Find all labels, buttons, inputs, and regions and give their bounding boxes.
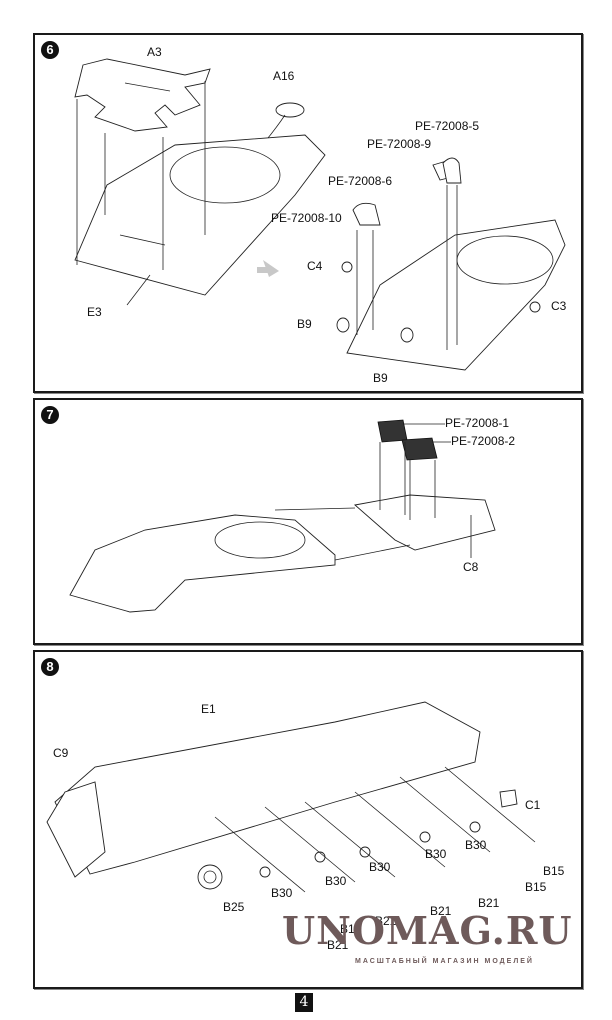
label-b21: B21 <box>327 938 349 952</box>
step-6-illustration <box>74 58 566 371</box>
step-number-badge: 8 <box>41 658 59 676</box>
label-b30: B30 <box>465 838 487 852</box>
part-a16 <box>275 102 305 118</box>
label-pe-72008-10: PE-72008-10 <box>271 211 342 225</box>
label-pe-72008-9: PE-72008-9 <box>367 137 432 151</box>
label-c3: C3 <box>551 299 567 313</box>
label-b30: B30 <box>325 874 347 888</box>
label-pe-72008-2: PE-72008-2 <box>451 434 516 448</box>
step-7-illustration <box>69 419 496 613</box>
label-b30: B30 <box>271 886 293 900</box>
part-b25 <box>197 864 223 890</box>
part-c9 <box>46 781 106 878</box>
part-e1-hull-side <box>54 701 481 875</box>
direction-arrow-icon <box>257 260 279 277</box>
watermark-title: UNOMAG.RU <box>282 908 573 953</box>
part-c3 <box>529 301 541 313</box>
step-8-panel: 8 E1 C9 C1 B25 B30 B30 B30 B30 B30 B21 B… <box>33 650 583 989</box>
step-7-panel: 7 PE-72008-1 PE-72008-2 C8 <box>33 398 583 645</box>
watermark-subtitle: МАСШТАБНЫЙ МАГАЗИН МОДЕЛЕЙ <box>355 958 534 965</box>
part-pe-72008-2 <box>401 437 438 461</box>
step-number-badge: 7 <box>41 406 59 424</box>
label-c1: C1 <box>525 798 541 812</box>
label-pe-72008-6: PE-72008-6 <box>328 174 393 188</box>
label-b21: B21 <box>478 896 500 910</box>
part-c4 <box>341 261 353 273</box>
part-pe-72008-1 <box>377 419 408 443</box>
label-b15: B15 <box>525 880 547 894</box>
suspension-arms <box>214 766 536 893</box>
label-b30: B30 <box>369 860 391 874</box>
label-b21: B21 <box>430 904 452 918</box>
label-pe-72008-5: PE-72008-5 <box>415 119 480 133</box>
label-b15: B15 <box>340 922 362 936</box>
part-c1 <box>499 789 518 808</box>
label-a16: A16 <box>273 69 295 83</box>
label-e3: E3 <box>87 305 102 319</box>
part-e3-hull <box>74 134 326 296</box>
step-8-illustration <box>46 701 536 893</box>
label-b15: B15 <box>543 864 565 878</box>
label-b9-bottom: B9 <box>373 371 388 385</box>
page-number: 4 <box>295 993 313 1012</box>
part-c8 <box>354 494 496 551</box>
part-hull-assembled <box>346 219 566 371</box>
label-b30: B30 <box>425 847 447 861</box>
step-6-panel: 6 A3 A16 E3 PE-7 <box>33 33 583 393</box>
label-c9: C9 <box>53 746 69 760</box>
label-b9-left: B9 <box>297 317 312 331</box>
label-b21: B21 <box>375 914 397 928</box>
part-a3 <box>74 58 211 132</box>
part-b9-bottom <box>400 327 414 343</box>
part-b9-left <box>336 317 350 333</box>
part-pe-72008-5 <box>442 157 462 184</box>
label-a3: A3 <box>147 45 162 59</box>
label-pe-72008-1: PE-72008-1 <box>445 416 510 430</box>
step-number-badge: 6 <box>41 41 59 59</box>
label-c4: C4 <box>307 259 323 273</box>
label-b25: B25 <box>223 900 245 914</box>
label-c8: C8 <box>463 560 479 574</box>
label-e1: E1 <box>201 702 216 716</box>
part-pe-72008-6 <box>352 202 381 226</box>
part-hull <box>69 514 336 613</box>
